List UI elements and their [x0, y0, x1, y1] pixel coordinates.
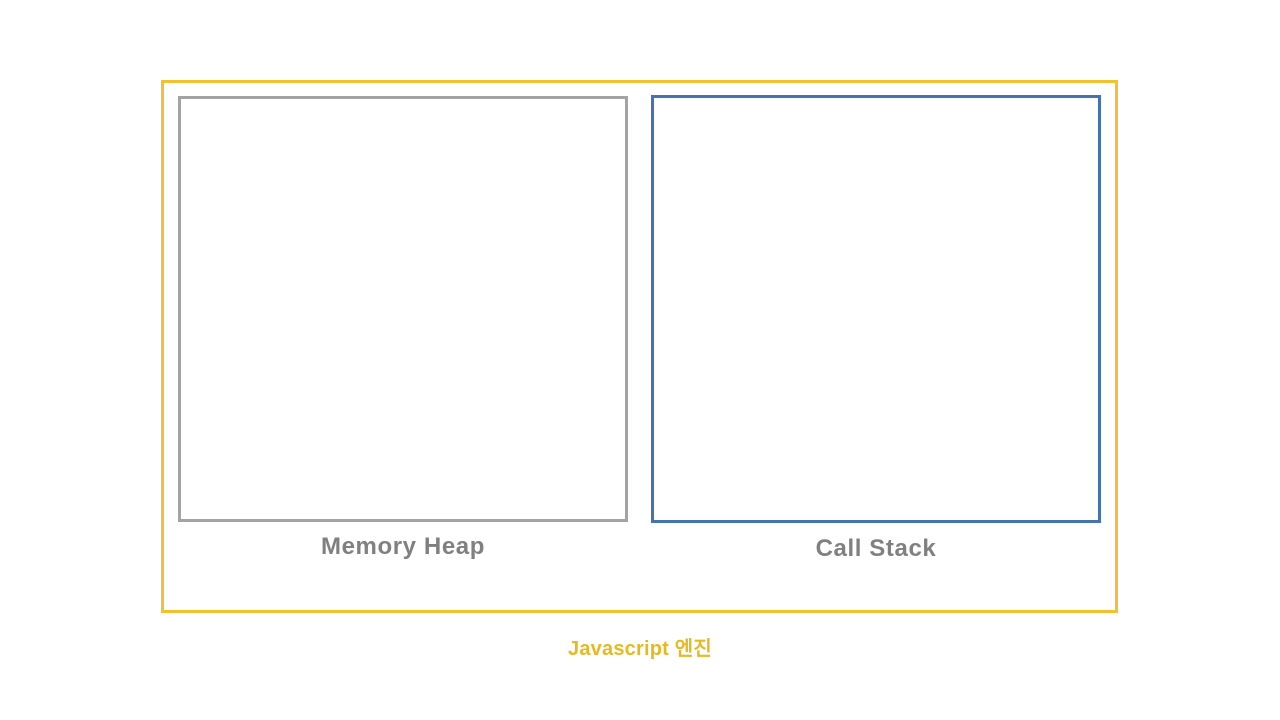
javascript-engine-caption: Javascript 엔진	[568, 638, 712, 660]
memory-heap-box[interactable]	[178, 96, 628, 522]
call-stack-region[interactable]: Call Stack	[651, 95, 1101, 563]
memory-heap-label: Memory Heap	[321, 533, 485, 560]
memory-heap-region[interactable]: Memory Heap	[178, 96, 628, 561]
call-stack-box[interactable]	[651, 95, 1101, 523]
engine-regions-container: Memory Heap Call Stack	[164, 83, 1115, 610]
call-stack-label: Call Stack	[815, 535, 937, 562]
javascript-engine-frame: Memory Heap Call Stack	[161, 80, 1118, 613]
